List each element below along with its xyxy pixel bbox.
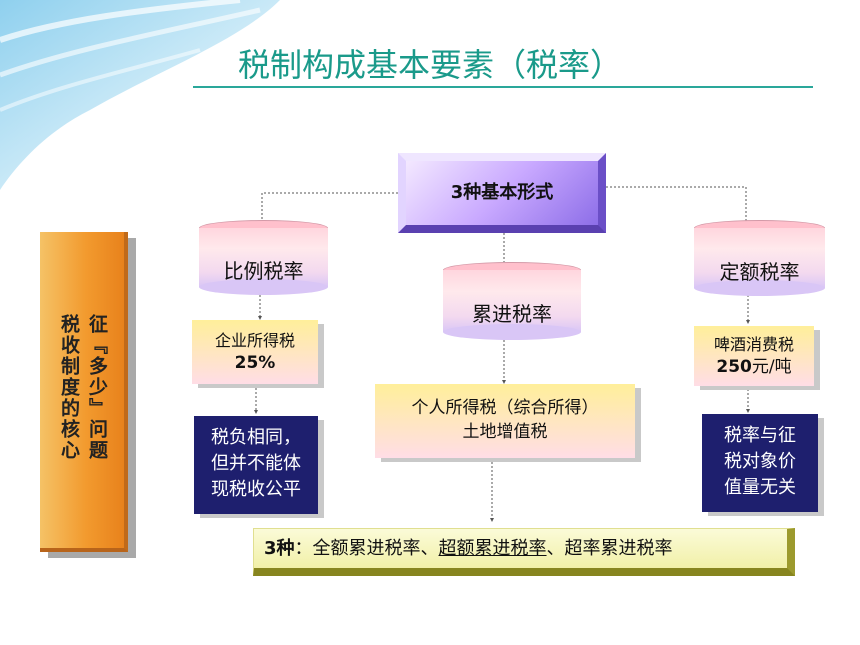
bottom-bar-item-rate: 超率累进税率 bbox=[564, 538, 673, 559]
cylinder-body bbox=[443, 270, 581, 332]
proportional-note-box: 税负相同， 但并不能体 现税收公平 bbox=[194, 416, 318, 514]
fixed-example-tax: 啤酒消费税 bbox=[713, 335, 794, 354]
bottom-bar-item-excess: 超额累进税率 bbox=[438, 538, 547, 559]
fixed-example-unit: 元/吨 bbox=[751, 357, 792, 377]
core-issue-panel-face: 征『多少』问题 税收制度的核心 bbox=[40, 232, 128, 552]
proportional-example-box: 企业所得税 25% bbox=[192, 320, 318, 384]
decorative-wave-background bbox=[0, 0, 280, 190]
cylinder-bottom bbox=[443, 324, 581, 340]
progressive-example-line1: 个人所得税（综合所得） bbox=[411, 398, 599, 418]
bottom-bar-sep1: 、 bbox=[420, 538, 439, 559]
fixed-example-amount: 250 bbox=[716, 357, 752, 377]
progressive-example-box: 个人所得税（综合所得） 土地增值税 bbox=[375, 384, 635, 458]
core-issue-panel: 征『多少』问题 税收制度的核心 bbox=[40, 232, 136, 558]
root-node-basic-forms: 3种基本形式 bbox=[398, 153, 606, 233]
proportional-rate-node: 比例税率 bbox=[199, 220, 328, 295]
slide-title: 税制构成基本要素（税率） bbox=[237, 46, 622, 84]
core-issue-text-right: 征『多少』问题 bbox=[86, 314, 108, 461]
root-node-label: 3种基本形式 bbox=[450, 182, 554, 203]
cylinder-body bbox=[694, 228, 825, 288]
bottom-bar: 3种：全额累进税率、超额累进税率、超率累进税率 bbox=[253, 528, 795, 576]
fixed-rate-node: 定额税率 bbox=[694, 220, 825, 296]
proportional-note-line2: 但并不能体 bbox=[211, 453, 301, 474]
fixed-note-box: 税率与征 税对象价 值量无关 bbox=[702, 414, 818, 512]
bottom-bar-sep2: 、 bbox=[546, 538, 565, 559]
progressive-rate-label: 累进税率 bbox=[472, 302, 552, 326]
proportional-note-line1: 税负相同， bbox=[211, 427, 301, 448]
core-issue-text-left: 税收制度的核心 bbox=[58, 314, 80, 461]
bottom-bar-colon: ： bbox=[294, 538, 313, 559]
fixed-note-line3: 值量无关 bbox=[724, 477, 796, 498]
progressive-example-line2: 土地增值税 bbox=[462, 422, 548, 442]
progressive-rate-node: 累进税率 bbox=[443, 262, 581, 340]
cylinder-bottom bbox=[199, 279, 328, 295]
proportional-rate-label: 比例税率 bbox=[223, 259, 304, 283]
bottom-bar-item-full: 全额累进税率 bbox=[312, 538, 421, 559]
proportional-example-tax: 企业所得税 bbox=[214, 331, 295, 350]
fixed-rate-label: 定额税率 bbox=[719, 260, 800, 284]
title-underline bbox=[193, 86, 813, 88]
cylinder-body bbox=[199, 228, 328, 287]
bottom-bar-lead: 3种 bbox=[264, 538, 295, 559]
cylinder-bottom bbox=[694, 280, 825, 296]
proportional-note-line3: 现税收公平 bbox=[211, 479, 301, 500]
fixed-example-box: 啤酒消费税 250元/吨 bbox=[694, 326, 814, 386]
fixed-note-line2: 税对象价 bbox=[724, 451, 796, 472]
fixed-note-line1: 税率与征 bbox=[724, 425, 796, 446]
proportional-example-rate: 25% bbox=[234, 353, 276, 373]
